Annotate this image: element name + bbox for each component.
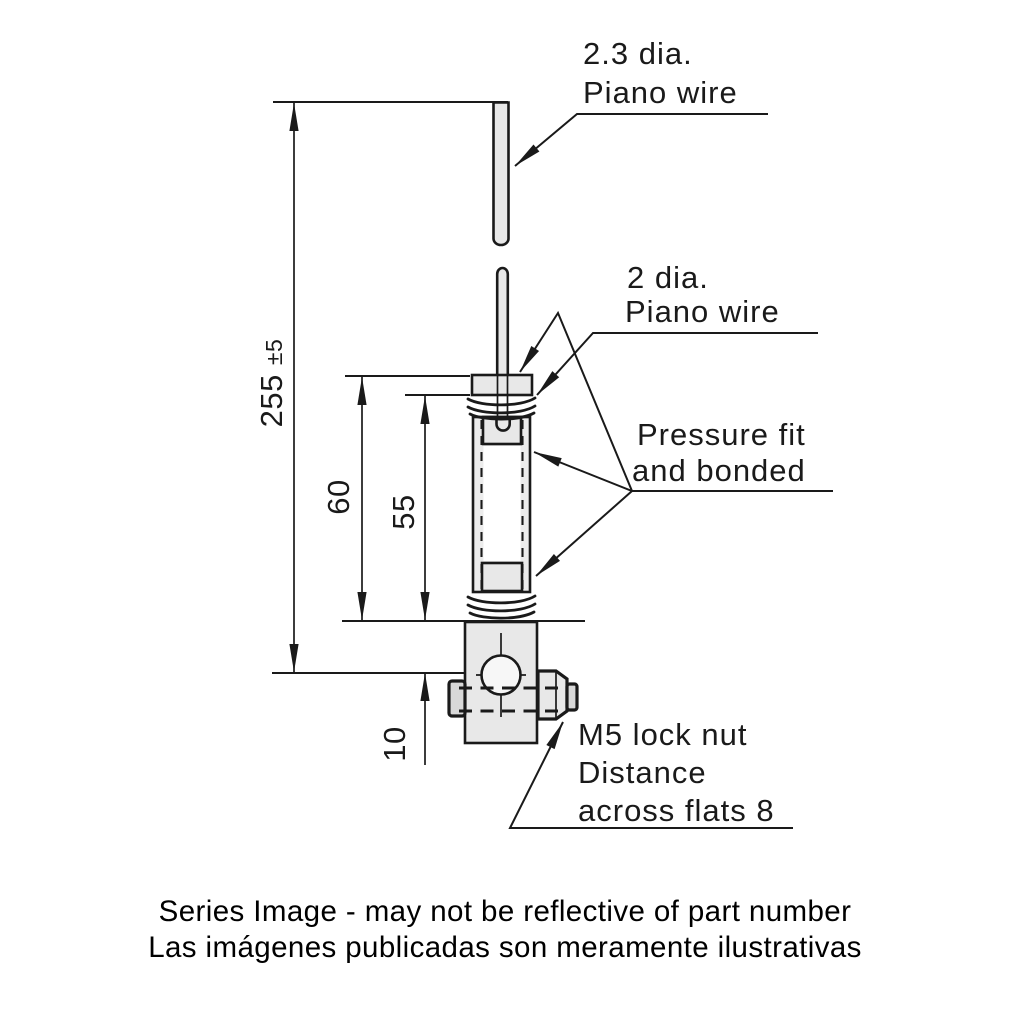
leader-pressure-fit-wire-joint (519, 310, 633, 492)
callout-wire-2-line1: 2 dia. (627, 260, 709, 295)
screw-tip-left (447, 679, 467, 718)
dim-label-60: 60 (321, 479, 356, 514)
leader-lock-nut (508, 721, 793, 829)
callout-lock-nut-line3: across flats 8 (578, 793, 775, 828)
callout-pressure-fit-line2: and bonded (632, 453, 806, 488)
wire-end-socket (495, 418, 511, 432)
dimension-lines (289, 103, 430, 765)
upper-thread-coils (466, 396, 537, 421)
extension-lines (272, 100, 585, 675)
dim-label-10: 10 (377, 726, 412, 761)
screw-end-right (565, 682, 579, 712)
callout-wire-2-3-line1: 2.3 dia. (583, 36, 693, 71)
leader-wire-2-3 (514, 113, 768, 167)
callout-labels: 2.3 dia. Piano wire 2 dia. Piano wire Pr… (578, 36, 806, 828)
callout-wire-2-line2: Piano wire (625, 294, 780, 329)
dim-label-55: 55 (386, 494, 421, 529)
cylinder-interior (483, 446, 521, 561)
piano-wire-2-3-dia (492, 101, 510, 247)
callout-pressure-fit-line1: Pressure fit (637, 417, 806, 452)
dimension-labels: 255±5 60 55 10 (254, 339, 421, 762)
callout-lock-nut-line1: M5 lock nut (578, 717, 748, 752)
leader-pressure-fit-lower (535, 490, 633, 577)
caption-line-spanish: Las imágenes publicadas son meramente il… (148, 931, 862, 964)
callout-wire-2-3-line2: Piano wire (583, 75, 738, 110)
leader-wire-2 (536, 332, 818, 396)
lower-plug (480, 561, 524, 593)
callout-lock-nut-line2: Distance (578, 755, 707, 790)
lower-thread-coils (466, 594, 537, 620)
vertical-hole (480, 654, 522, 696)
leader-lines (508, 113, 833, 829)
dim-label-255: 255±5 (254, 339, 289, 428)
top-cap (470, 373, 534, 397)
caption: Series Image - may not be reflective of … (148, 895, 862, 964)
piano-wire-2-dia (495, 266, 510, 378)
caption-line-english: Series Image - may not be reflective of … (159, 895, 852, 928)
part-geometry (447, 101, 579, 745)
